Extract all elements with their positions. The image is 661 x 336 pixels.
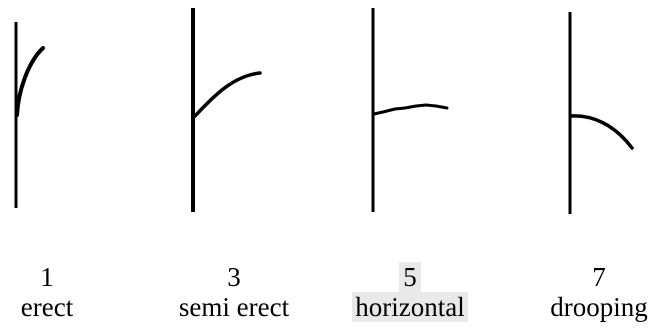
category-erect-label: erect xyxy=(20,292,74,322)
sketch-semi-erect xyxy=(191,8,262,212)
category-erect-number: 1 xyxy=(40,262,54,292)
category-drooping-label: drooping xyxy=(550,292,648,322)
category-semi-erect-number: 3 xyxy=(227,262,241,292)
sketch-erect xyxy=(14,22,45,208)
sketch-drooping xyxy=(568,12,634,214)
branch-angle-diagram xyxy=(14,8,634,214)
category-erect: 1 erect xyxy=(0,262,122,322)
category-drooping-number: 7 xyxy=(592,262,606,292)
category-semi-erect: 3 semi erect xyxy=(159,262,309,322)
branch-3 xyxy=(193,71,262,118)
category-semi-erect-label: semi erect xyxy=(178,292,290,322)
category-horizontal: 5 horizontal xyxy=(335,262,485,322)
branch-5 xyxy=(372,103,449,116)
sketch-horizontal xyxy=(371,8,449,212)
category-horizontal-number: 5 xyxy=(399,262,421,292)
category-drooping: 7 drooping xyxy=(524,262,661,322)
branch-7 xyxy=(569,114,634,150)
category-horizontal-label: horizontal xyxy=(352,292,468,322)
branch-1 xyxy=(15,46,45,117)
